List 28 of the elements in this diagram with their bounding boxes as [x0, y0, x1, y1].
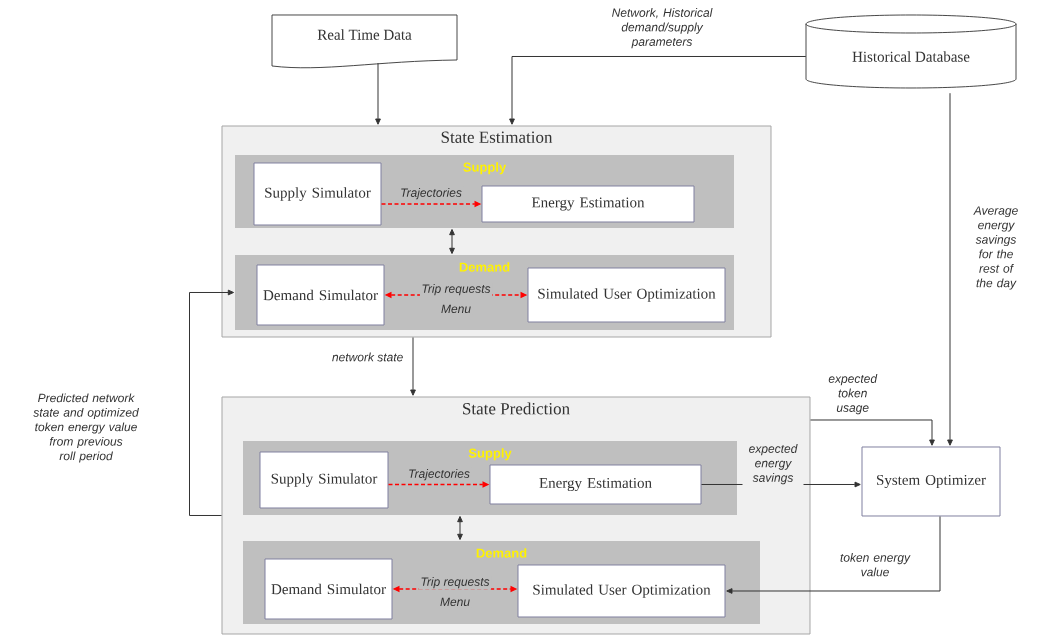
- edge-label: Predicted network state and optimized token energy value from previous roll period: [28, 391, 144, 465]
- edge-label: expected token usage: [822, 372, 884, 416]
- edge-label: expected energy savings: [742, 442, 804, 486]
- process-box: Supply Simulator: [259, 451, 389, 509]
- edge-label: token energy value: [833, 551, 917, 578]
- arrow: [189, 289, 235, 516]
- arrow: [509, 56, 807, 125]
- arrow: [810, 419, 935, 446]
- arrow: [457, 515, 463, 541]
- flow-label: Menu: [438, 596, 472, 608]
- database-cylinder: Historical Database: [805, 14, 1017, 89]
- edge-label: network state: [330, 351, 405, 363]
- arrow: [449, 228, 455, 254]
- process-box: Energy Estimation: [481, 185, 695, 223]
- process-box: Supply Simulator: [253, 162, 382, 226]
- arrow: [947, 92, 953, 446]
- process-box: Demand Simulator: [256, 264, 385, 326]
- flow-label: Menu: [439, 303, 473, 315]
- process-box: Simulated User Optimization: [527, 267, 726, 323]
- edge-label: Network, Historical demand/supply parameters: [595, 6, 729, 50]
- process-box: Simulated User Optimization: [517, 564, 726, 618]
- process-box: Demand Simulator: [264, 558, 393, 620]
- arrow: [375, 62, 381, 125]
- edge-label: Average energy savings for the rest of the day: [965, 204, 1027, 292]
- process-box: Energy Estimation: [489, 464, 702, 505]
- arrow: [410, 337, 416, 396]
- process-box: System Optimizer: [861, 446, 1001, 517]
- arrow: [726, 516, 941, 594]
